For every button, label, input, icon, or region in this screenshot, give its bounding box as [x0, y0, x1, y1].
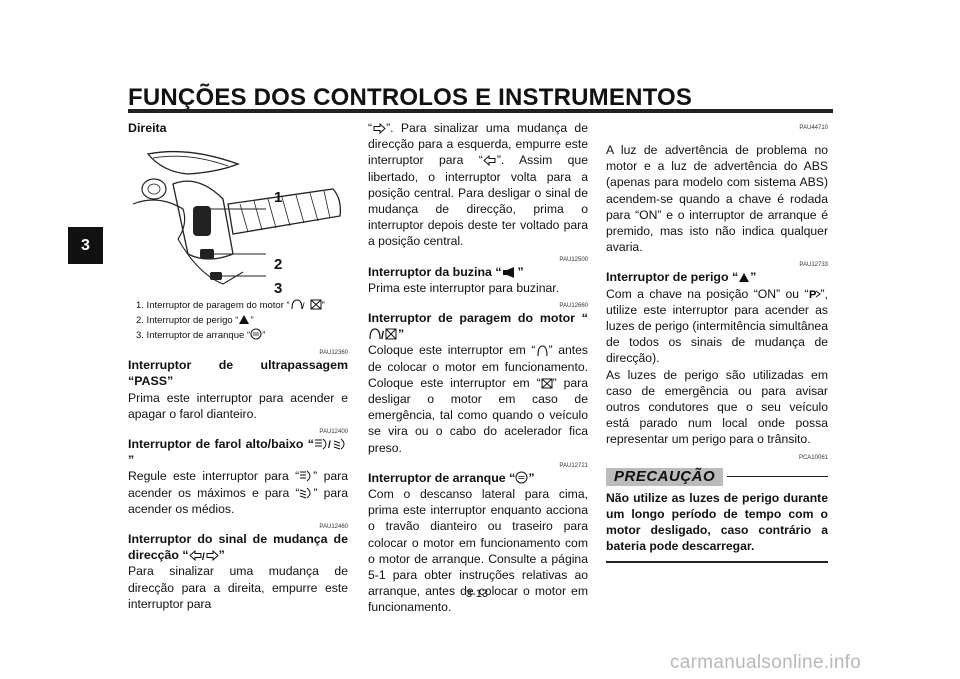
caution-rule	[727, 476, 828, 478]
turn-signal-text-continued: “”. Para sinalizar uma mudança de direcç…	[368, 121, 588, 249]
section-heading: Direita	[128, 121, 167, 135]
start-switch-heading: Interruptor de arranque “”	[368, 470, 535, 485]
engine-stop-heading: Interruptor de paragem do motor “/”	[368, 311, 588, 342]
ref-code: PAU12660	[559, 303, 588, 310]
page-title: FUNÇÕES DOS CONTROLOS E INSTRUMENTOS	[128, 84, 693, 111]
caption-3: 3. Interruptor de arranque “”	[136, 328, 266, 342]
horn-icon	[502, 266, 514, 278]
svg-text:/: /	[202, 552, 205, 561]
engine-stop-off-icon	[310, 299, 322, 310]
ref-code: PAU12400	[319, 429, 348, 436]
run-icon	[536, 345, 548, 357]
right-turn-icon	[373, 123, 386, 134]
ref-code: PAU12360	[319, 350, 348, 357]
off-icon	[541, 378, 553, 389]
svg-text:/: /	[302, 301, 305, 310]
high-beam-icon	[300, 471, 311, 482]
figure-label-2: 2	[274, 256, 283, 274]
hazard-switch-heading: Interruptor de perigo “”	[606, 270, 757, 285]
start-switch-icon	[515, 471, 528, 484]
turn-signal-text: Para sinalizar uma mudança de direcção p…	[128, 564, 348, 611]
parking-icon: P	[809, 289, 821, 300]
page-number: 3-13	[466, 588, 489, 600]
high-low-beam-icon: /	[315, 438, 345, 450]
start-switch-text: Com o descanso lateral para cima, prima …	[368, 487, 588, 615]
figure-label-3: 3	[274, 280, 283, 298]
svg-text:P: P	[809, 289, 816, 300]
ref-code: PAU12500	[559, 256, 588, 263]
warning-light-text: A luz de advertência de problema no moto…	[606, 143, 828, 255]
hazard-icon	[739, 273, 750, 283]
ref-code: PAU44710	[799, 125, 828, 131]
low-beam-icon	[300, 487, 311, 499]
column-2: “”. Para sinalizar uma mudança de direcç…	[368, 120, 588, 616]
caption-2: 2. Interruptor de perigo “”	[136, 315, 254, 327]
column-3: PAU44710 A luz de advertência de problem…	[606, 120, 828, 563]
start-icon	[250, 328, 262, 340]
passing-switch-heading: Interruptor de ultrapassagem “PASS”	[128, 358, 348, 389]
ref-code: PCA10061	[798, 454, 828, 461]
hazard-usage-text: As luzes de perigo são utilizadas em cas…	[606, 367, 828, 447]
column-1: Direita 1 2 3 1. Interruptor de paragem …	[128, 120, 348, 612]
ref-code: PAU12460	[319, 524, 348, 531]
engine-stop-text: Coloque este interruptor em “” antes de …	[368, 343, 589, 455]
watermark: carmanualsonline.info	[670, 652, 862, 673]
left-turn-icon	[483, 155, 496, 167]
caution-box: PRECAUÇÃO Não utilize as luzes de perigo…	[606, 467, 828, 563]
header-rule	[128, 109, 833, 113]
caption-1: 1. Interruptor de paragem do motor “/”	[136, 299, 325, 312]
dimmer-switch-heading: Interruptor de farol alto/baixo “/”	[128, 436, 348, 468]
passing-switch-text: Prima este interruptor para acender e ap…	[128, 390, 348, 421]
chapter-tab: 3	[68, 227, 103, 264]
figure-label-1: 1	[274, 189, 283, 207]
hazard-switch-text: Com a chave na posição “ON” ou “P”, util…	[606, 286, 828, 366]
turn-signal-heading: Interruptor do sinal de mudança de direc…	[128, 532, 348, 563]
turn-signal-icon: /	[188, 550, 219, 562]
ref-code: PAU12733	[799, 262, 828, 269]
svg-text:/: /	[328, 440, 331, 450]
dimmer-switch-text: Regule este interruptor para “” para ace…	[128, 469, 348, 516]
hazard-icon	[239, 315, 250, 325]
handlebar-switch-figure: 1 2 3	[128, 144, 348, 298]
caution-text: Não utilize as luzes de perigo durante u…	[606, 490, 828, 554]
horn-switch-heading: Interruptor da buzina “”	[368, 264, 524, 279]
horn-switch-text: Prima este interruptor para buzinar.	[368, 280, 560, 295]
ref-code: PAU12721	[559, 462, 588, 469]
handlebar-illustration	[132, 151, 341, 285]
caution-label: PRECAUÇÃO	[606, 467, 724, 486]
engine-stop-switch-icon: /	[369, 328, 397, 340]
figure-captions: 1. Interruptor de paragem do motor “/” 2…	[136, 298, 348, 343]
svg-text:/: /	[381, 330, 384, 340]
engine-stop-icon: /	[291, 299, 305, 310]
